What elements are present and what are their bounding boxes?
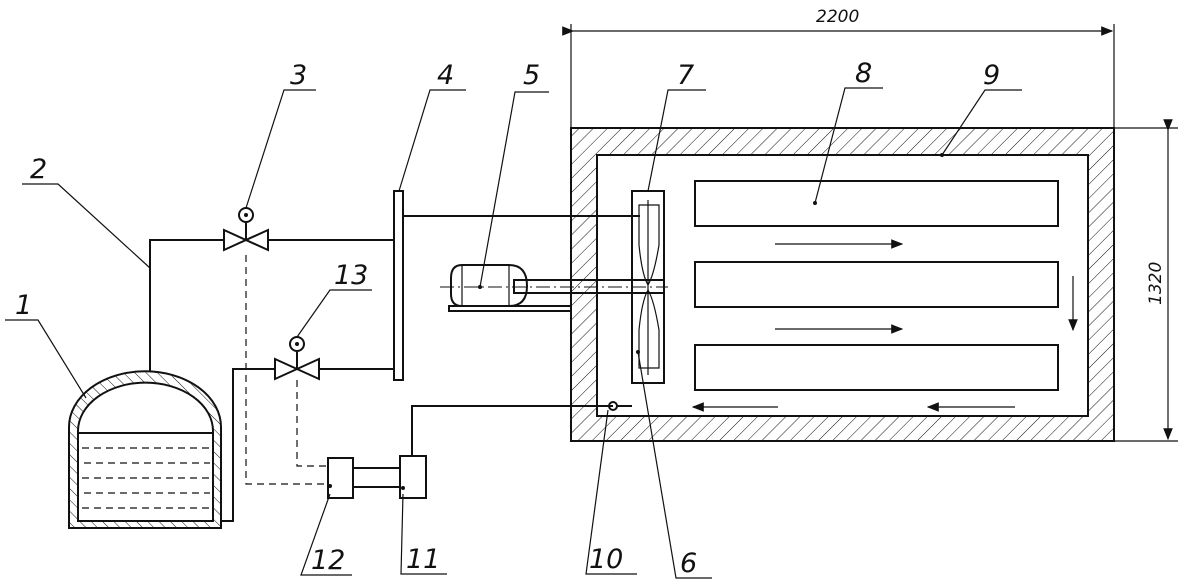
label-12: 12 (311, 545, 345, 576)
airflow-arrows (691, 239, 1078, 412)
dimension-height: 1320 (1146, 262, 1166, 305)
label-4: 4 (437, 60, 454, 91)
dimension-width: 2200 (816, 7, 859, 27)
tray-top (694, 180, 1059, 227)
valve-lower (274, 357, 320, 381)
label-9: 9 (983, 60, 1000, 91)
trays (694, 180, 1059, 391)
label-11: 11 (406, 544, 440, 575)
tank (68, 370, 222, 529)
motor (440, 264, 668, 312)
label-13: 13 (334, 260, 368, 291)
label-6: 6 (680, 548, 697, 579)
label-2: 2 (30, 154, 47, 185)
label-3: 3 (290, 60, 307, 91)
heater-panel (393, 190, 404, 381)
label-5: 5 (523, 60, 540, 91)
label-8: 8 (855, 58, 872, 89)
tray-bottom (694, 344, 1059, 391)
label-10: 10 (589, 544, 623, 575)
label-7: 7 (677, 60, 694, 91)
leader-lines (5, 87, 1022, 579)
controller-unit (399, 455, 427, 499)
motor-base (448, 305, 572, 312)
label-1: 1 (15, 290, 32, 321)
regulator-unit (327, 457, 354, 499)
valve-upper (223, 228, 269, 252)
control-system (245, 255, 632, 499)
chamber (570, 127, 1115, 442)
motor-body (450, 264, 529, 307)
tray-middle (694, 261, 1059, 308)
lower-pipe (221, 336, 394, 522)
dimensions (562, 24, 1178, 442)
